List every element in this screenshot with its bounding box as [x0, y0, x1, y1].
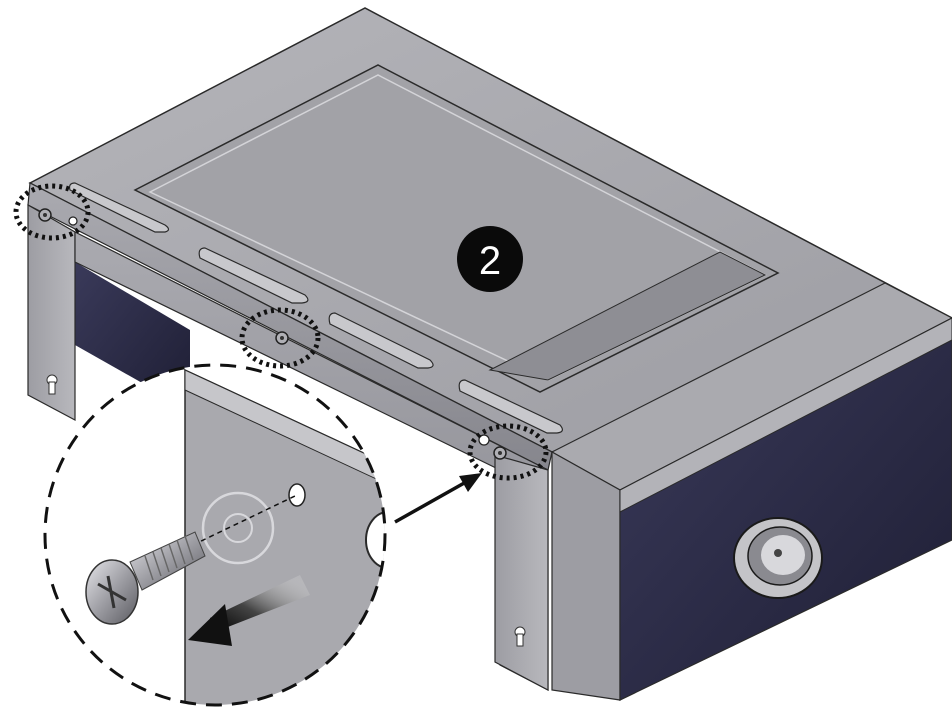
keyhole-slot [514, 626, 526, 647]
screw-icon [85, 531, 206, 625]
end-block-side [551, 450, 621, 701]
rail-screw [478, 434, 507, 460]
rail-slot [458, 379, 563, 434]
screw-callouts [13, 183, 549, 481]
tray-right-leg [494, 454, 549, 691]
rail-screw [275, 331, 289, 345]
tray-inner-side [75, 262, 190, 410]
keyhole-slot [46, 374, 58, 395]
zoom-inset [43, 363, 387, 707]
rail-slot [328, 312, 434, 369]
rail-slot [68, 182, 170, 233]
step-number-badge: 2 [457, 226, 523, 292]
tray-end-block [550, 282, 952, 701]
tray-recess-ramp [488, 251, 767, 381]
zoom-border [43, 363, 387, 707]
alignment-line [119, 494, 298, 581]
step-number: 2 [479, 239, 501, 283]
callout-circle [467, 423, 549, 481]
port-icon [733, 517, 823, 599]
rail-screw [38, 208, 78, 226]
rail-slots [68, 182, 563, 434]
screw-hole [288, 483, 306, 507]
rail-slot [198, 247, 309, 304]
callout-circle [13, 183, 91, 241]
arrow-icon [188, 575, 310, 646]
tray-left-leg [27, 203, 76, 421]
washer [201, 491, 275, 565]
callout-circle [239, 307, 321, 369]
leader-arrow [394, 473, 482, 524]
end-block-lip [619, 317, 952, 513]
zoom-bracket-edge [184, 369, 385, 491]
